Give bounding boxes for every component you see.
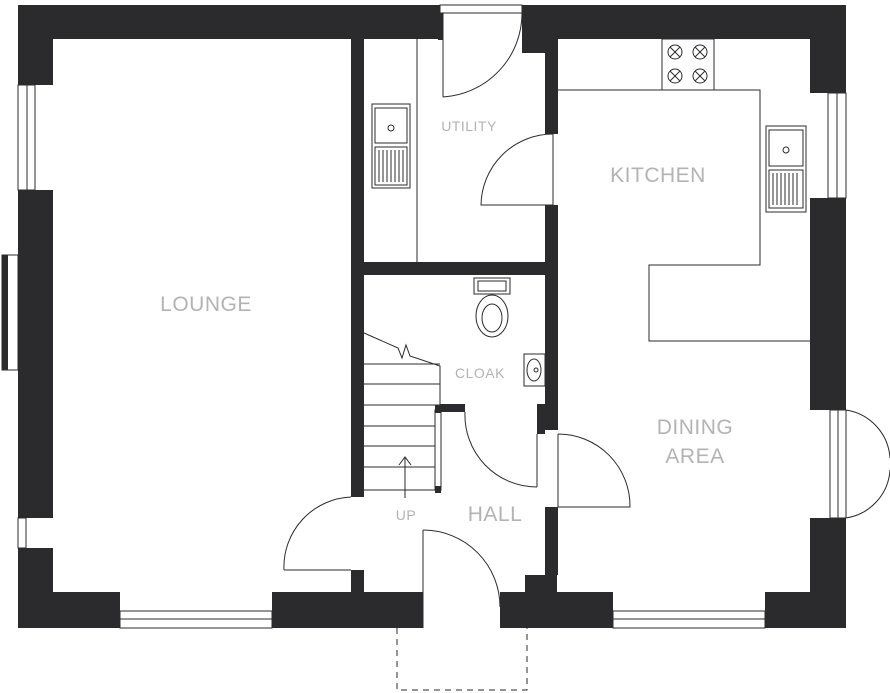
cloak-fixtures [473,277,546,387]
outer-walls [18,5,846,628]
windows [1,84,847,629]
hall-label: HALL [468,503,523,526]
kitchen-label: KITCHEN [610,164,706,187]
kitchen-fixtures [558,38,810,342]
dining-label-line2: AREA [665,445,724,468]
lounge-label: LOUNGE [160,293,252,316]
room-labels: LOUNGE UTILITY KITCHEN CLOAK DINING AREA… [160,118,733,526]
dining-label-line1: DINING [657,416,734,439]
utility-label: UTILITY [441,118,497,134]
stairs-up-label: UP [396,507,416,523]
doors [283,4,890,691]
cloak-label: CLOAK [455,365,505,381]
staircase [363,332,442,498]
interior-walls [351,39,558,628]
utility-fixtures [371,39,418,262]
